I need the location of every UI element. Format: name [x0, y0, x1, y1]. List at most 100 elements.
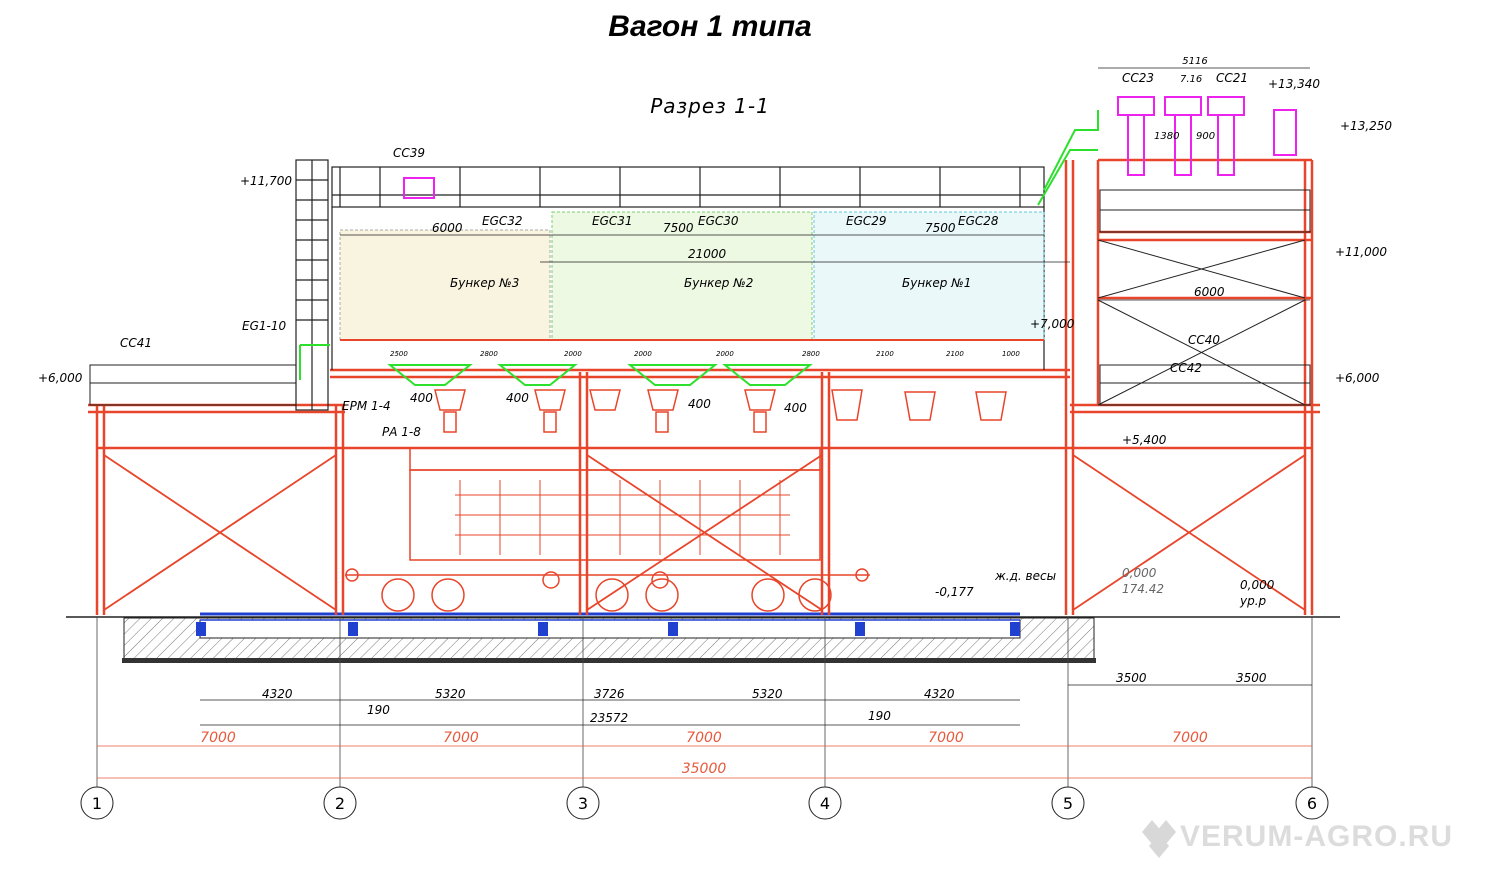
rail-scale-label: ж.д. весы	[994, 569, 1056, 583]
label-bunker1: Бункер №1	[902, 276, 971, 290]
equipment-labels: СС39 СС41 СС23 СС21 СС40 СС42 EG1-10 EGC…	[120, 71, 1248, 439]
label-egc28: EGC28	[958, 214, 999, 228]
axis-6: 6	[1307, 794, 1317, 813]
axis-bubbles	[80, 786, 1329, 820]
axis-3: 3	[578, 794, 588, 813]
dim-400: 400	[506, 391, 529, 405]
elev-11000: +11,000	[1335, 245, 1387, 259]
elev-13340: +13,340	[1268, 77, 1320, 91]
elev-5400: +5,400	[1122, 433, 1167, 447]
green-hoppers	[299, 110, 1099, 386]
spacing-3-4: 7000	[686, 730, 722, 746]
small-dim: 2100	[946, 350, 964, 358]
bunker-dimensions: 5116 7.16 1380 900 6000 7500 7500 21000 …	[432, 56, 1225, 299]
drawing-title: Вагон 1 типа	[608, 10, 811, 43]
dim-21000: 21000	[688, 247, 727, 261]
axis-labels: 1 2 3 4 5 6	[92, 794, 1317, 813]
label-cc40: СС40	[1188, 333, 1220, 347]
spacing-5-6: 7000	[1172, 730, 1208, 746]
label-egc30: EGC30	[698, 214, 739, 228]
dim-7500-a: 7500	[663, 221, 694, 235]
elev-6000-right: +6,000	[1335, 371, 1380, 385]
dim-716: 7.16	[1180, 74, 1202, 85]
dim-1380: 1380	[1154, 131, 1179, 142]
chute-dimensions: 400 400 400 400	[410, 391, 807, 415]
label-cc41: СС41	[120, 336, 152, 350]
section-title: Разрез 1-1	[650, 94, 770, 118]
dim-3726: 3726	[594, 687, 625, 701]
label-bunker2: Бункер №2	[684, 276, 753, 290]
dim-6000-b: 6000	[1194, 285, 1225, 299]
dim-7500-b: 7500	[925, 221, 956, 235]
label-bunker3: Бункер №3	[450, 276, 519, 290]
axis-spacing: 7000 7000 7000 7000 7000 35000	[200, 730, 1208, 777]
small-dim: 2100	[876, 350, 894, 358]
level-17442: 174.42	[1122, 582, 1164, 596]
dim-190-a: 190	[367, 703, 390, 717]
stair-tower	[295, 159, 329, 411]
small-dim: 2000	[634, 350, 652, 358]
spacing-2-3: 7000	[443, 730, 479, 746]
axis-lines	[96, 617, 1313, 788]
label-cc39: СС39	[393, 146, 425, 160]
spacing-1-2: 7000	[200, 730, 236, 746]
ground-foundation	[66, 616, 1340, 663]
dim-4320-b: 4320	[924, 687, 955, 701]
top-gallery	[331, 166, 1045, 370]
dimension-lines	[97, 67, 1312, 779]
leaf-icon	[1142, 820, 1176, 858]
small-dimensions: 2500 2800 2000 2000 2000 2800 2100 2100 …	[390, 350, 1020, 358]
bunkers	[339, 211, 1045, 341]
watermark-text: VERUM-AGRO.RU	[1180, 820, 1453, 853]
dim-4320-a: 4320	[262, 687, 293, 701]
dim-400: 400	[688, 397, 711, 411]
elev-0000-a: 0,000	[1122, 566, 1157, 580]
axis-2: 2	[335, 794, 345, 813]
label-cc23: СС23	[1122, 71, 1154, 85]
ground-level: ур.р	[1239, 594, 1267, 608]
dim-23572: 23572	[590, 711, 628, 725]
axis-4: 4	[820, 794, 830, 813]
label-eg110: EG1-10	[242, 319, 286, 333]
small-dim: 2000	[716, 350, 734, 358]
dim-5320-a: 5320	[435, 687, 466, 701]
dim-400: 400	[784, 401, 807, 415]
elev-7000: +7,000	[1030, 317, 1075, 331]
cc39-motor	[403, 177, 435, 199]
verum-logo: VERUM-AGRO.RU	[1142, 820, 1453, 858]
railings	[89, 189, 1311, 406]
label-egc29: EGC29	[846, 214, 887, 228]
dim-900: 900	[1196, 131, 1215, 142]
dim-5116: 5116	[1182, 56, 1207, 67]
axis-1: 1	[92, 794, 102, 813]
label-epm: ЕРМ 1-4	[342, 399, 391, 413]
dim-400: 400	[410, 391, 433, 405]
spacing-total: 35000	[682, 761, 727, 777]
axis-5: 5	[1063, 794, 1073, 813]
elev-13250: +13,250	[1340, 119, 1392, 133]
dim-3500-a: 3500	[1116, 671, 1147, 685]
label-egc32: EGC32	[482, 214, 523, 228]
discharge-chutes	[434, 389, 1007, 433]
hopper-wagon	[345, 447, 870, 612]
elev-11700: +11,700	[240, 174, 292, 188]
small-dim: 1000	[1002, 350, 1020, 358]
elev-minus-0177: -0,177	[935, 585, 974, 599]
dim-6000-a: 6000	[432, 221, 463, 235]
label-egc31: EGC31	[592, 214, 633, 228]
elevation-marks: +11,700 +13,340 +13,250 +11,000 +7,000 +…	[38, 77, 1392, 608]
small-dim: 2500	[390, 350, 408, 358]
dim-190-b: 190	[868, 709, 891, 723]
scale-dimensions: 4320 5320 3726 5320 4320 23572 190 190 3…	[262, 671, 1267, 725]
label-pa: РА 1-8	[382, 425, 421, 439]
dim-3500-b: 3500	[1236, 671, 1267, 685]
small-dim: 2000	[564, 350, 582, 358]
dim-5320-b: 5320	[752, 687, 783, 701]
elev-0000-b: 0,000	[1240, 578, 1275, 592]
small-dim: 2800	[802, 350, 820, 358]
small-dim: 2800	[480, 350, 498, 358]
elev-6000-left: +6,000	[38, 371, 83, 385]
label-cc21: СС21	[1216, 71, 1248, 85]
label-cc42: СС42	[1170, 361, 1202, 375]
